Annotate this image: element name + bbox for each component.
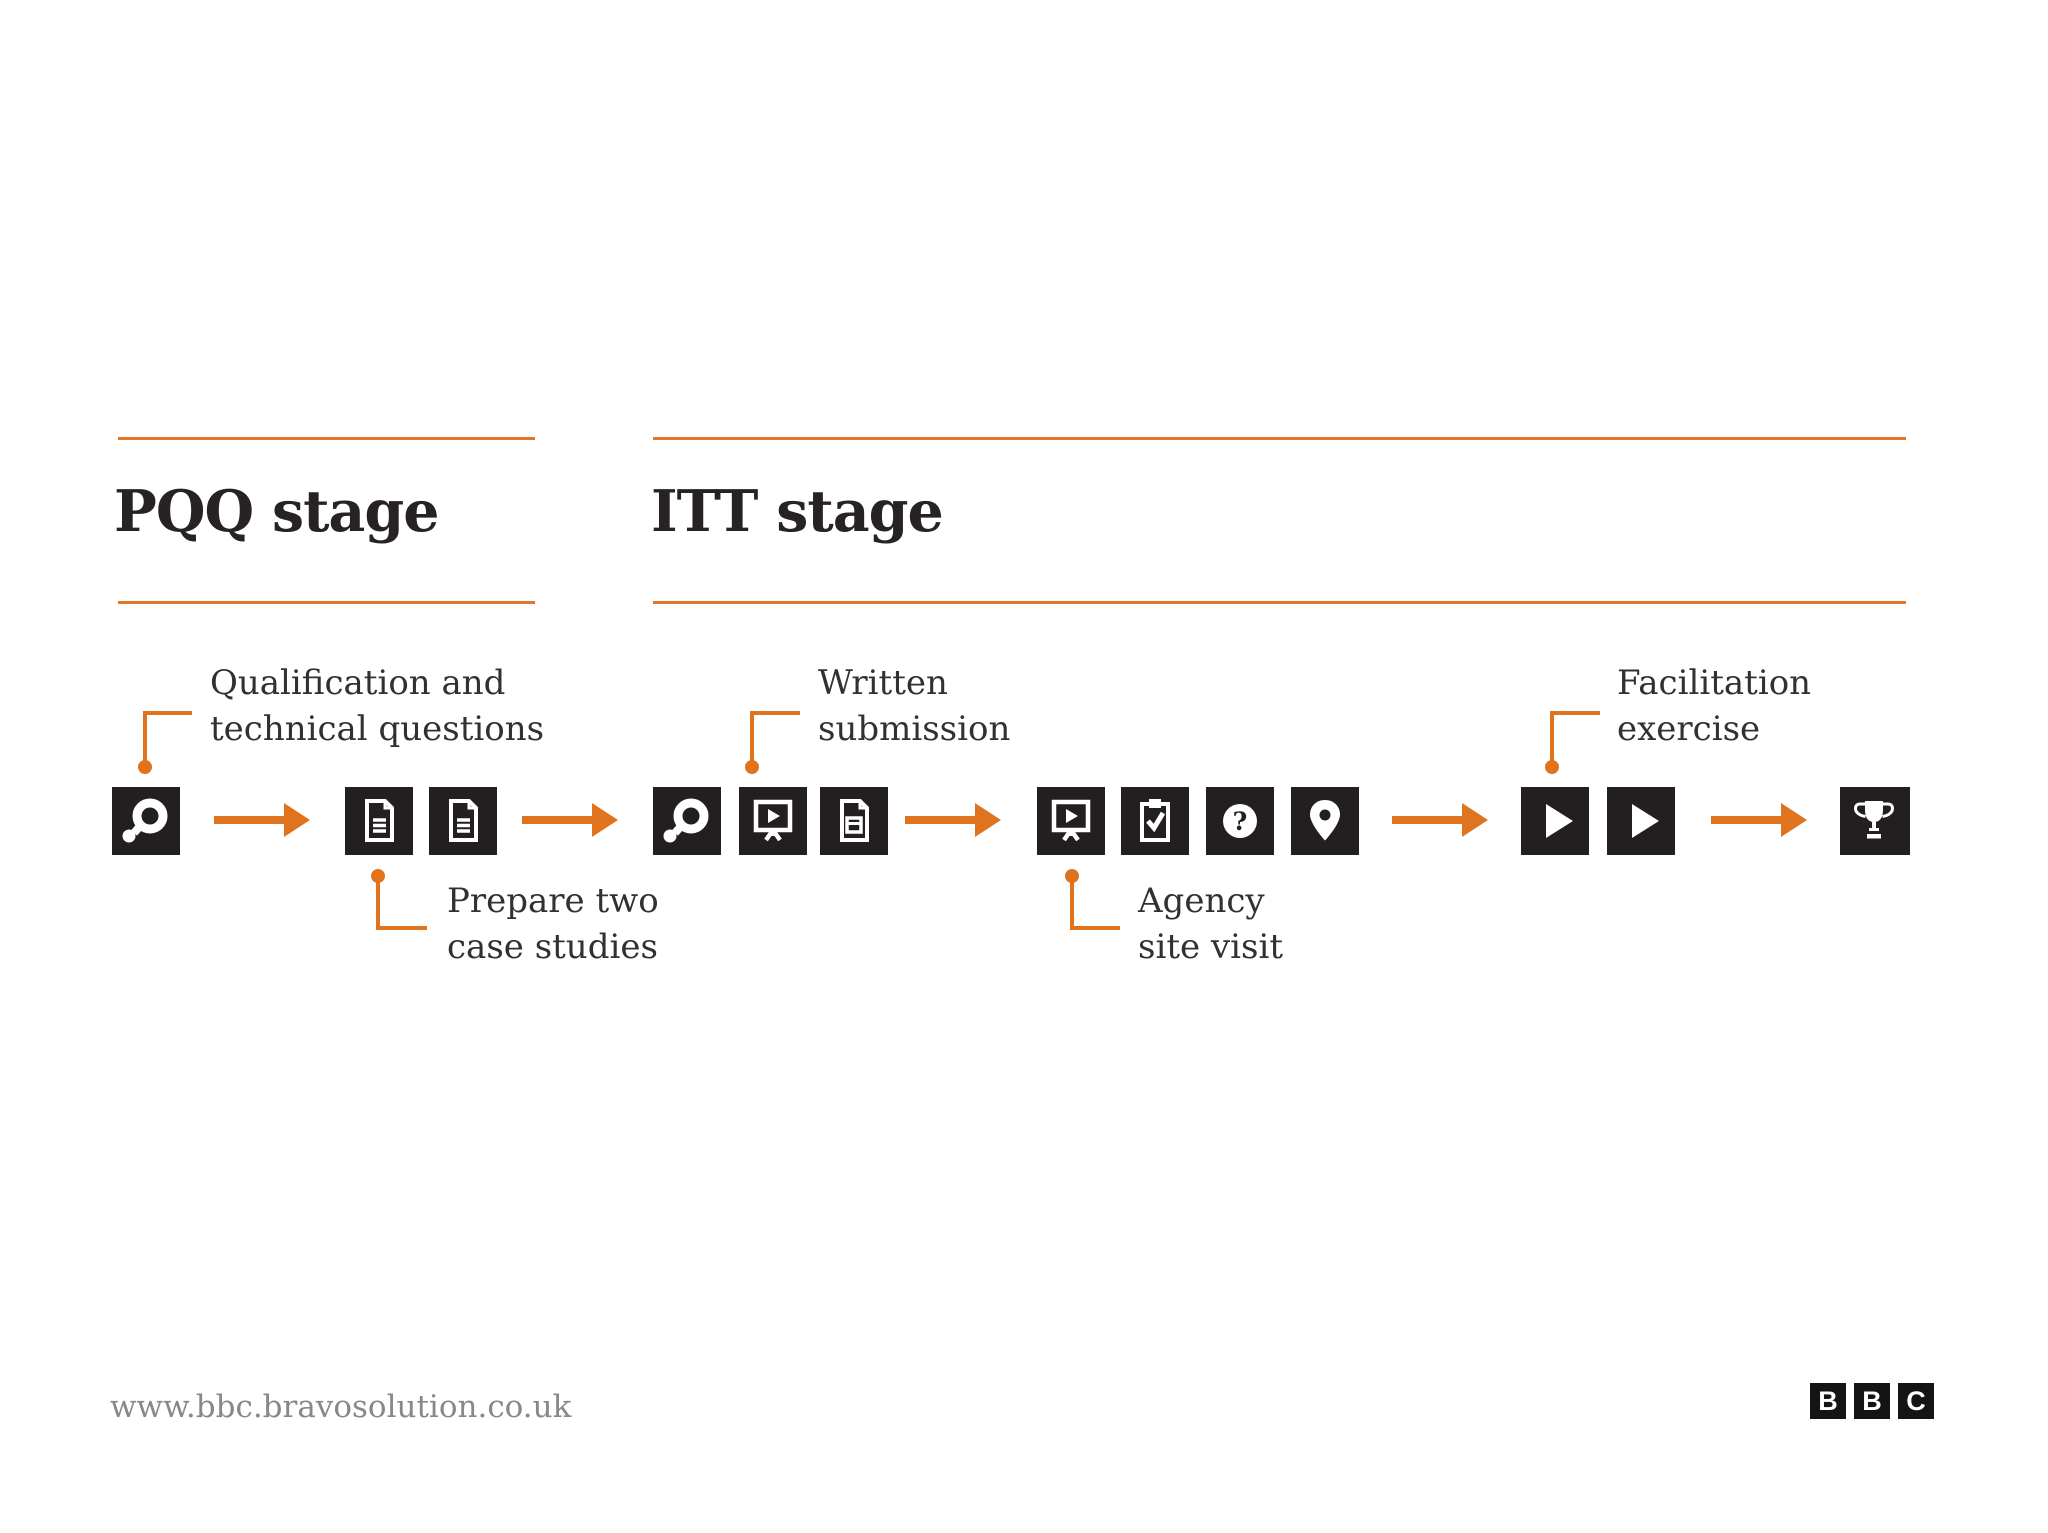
question-search-icon [653, 787, 721, 855]
arrow-icon [1711, 800, 1807, 840]
label-line: Agency [1138, 881, 1265, 921]
agency-site-visit-connector [1065, 869, 1120, 930]
facilitation-connector [1545, 711, 1600, 774]
connector-dot [1065, 869, 1079, 883]
written-submission-connector [745, 711, 800, 774]
arrow-icon [1392, 800, 1488, 840]
label-line: Prepare two [447, 881, 659, 921]
bbc-logo: B B C [1810, 1383, 1940, 1419]
trophy-icon [1840, 787, 1910, 855]
agency-site-visit-label: Agency site visit [1138, 878, 1283, 970]
question-circle-icon: ? [1206, 787, 1274, 855]
bbc-logo-letter: B [1854, 1383, 1890, 1419]
clipboard-check-icon [1121, 787, 1189, 855]
label-line: site visit [1138, 927, 1283, 967]
arrow-icon [214, 800, 310, 840]
footer-url: www.bbc.bravosolution.co.uk [110, 1389, 572, 1425]
document-icon [429, 787, 497, 855]
qualification-connector [138, 711, 192, 774]
pqq-stage-title: PQQ stage [114, 478, 439, 545]
label-line: Facilitation [1617, 663, 1812, 703]
bbc-logo-letter: C [1898, 1383, 1934, 1419]
play-icon [1521, 787, 1589, 855]
label-line: technical questions [210, 709, 545, 749]
document-icon [345, 787, 413, 855]
itt-bottom-rule [653, 601, 1906, 604]
label-line: Written [818, 663, 948, 703]
label-line: submission [818, 709, 1011, 749]
qualification-label: Qualification and technical questions [210, 660, 544, 752]
itt-top-rule [653, 437, 1906, 440]
prepare-case-studies-connector [371, 869, 427, 930]
pqq-top-rule [118, 437, 535, 440]
arrow-icon [522, 800, 618, 840]
connector-dot [1545, 760, 1559, 774]
label-line: Qualification and [210, 663, 506, 703]
presentation-play-icon [1037, 787, 1105, 855]
itt-stage-title: ITT stage [651, 478, 944, 545]
svg-text:?: ? [1233, 807, 1248, 836]
facilitation-exercise-label: Facilitation exercise [1617, 660, 1811, 752]
arrow-icon [905, 800, 1001, 840]
label-line: exercise [1617, 709, 1761, 749]
question-search-icon [112, 787, 180, 855]
prepare-case-studies-label: Prepare two case studies [447, 878, 659, 970]
label-line: case studies [447, 927, 658, 967]
location-pin-icon [1291, 787, 1359, 855]
pqq-bottom-rule [118, 601, 535, 604]
connector-dot [138, 760, 152, 774]
connector-dot [371, 869, 385, 883]
bbc-logo-letter: B [1810, 1383, 1846, 1419]
written-submission-label: Written submission [818, 660, 1010, 752]
connector-dot [745, 760, 759, 774]
presentation-play-icon [739, 787, 807, 855]
document-form-icon [820, 787, 888, 855]
play-icon [1607, 787, 1675, 855]
